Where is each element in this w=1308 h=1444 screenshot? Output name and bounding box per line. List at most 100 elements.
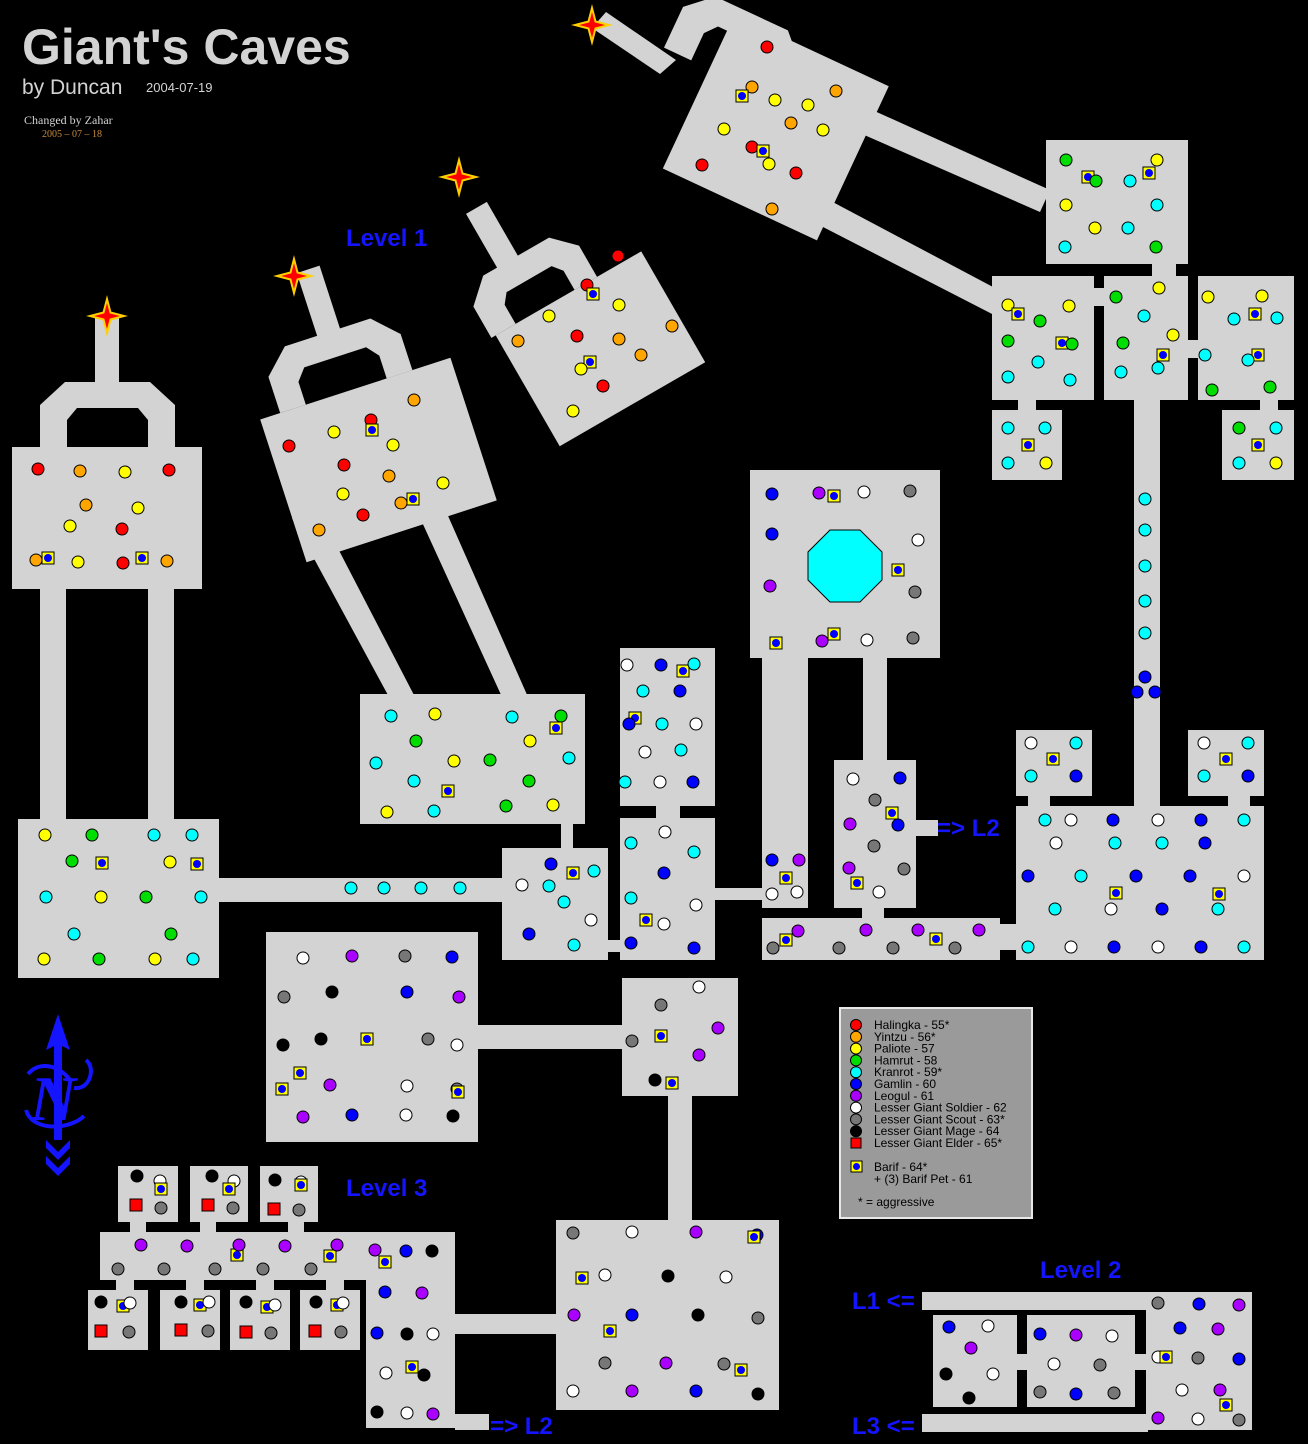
creature-marker — [1001, 456, 1015, 470]
barif-marker-dot — [408, 1363, 416, 1371]
creature-marker — [1213, 1383, 1227, 1397]
creature-marker — [1058, 240, 1072, 254]
creature-marker — [1038, 421, 1052, 435]
creature-marker — [174, 1295, 188, 1309]
creature-marker — [625, 1384, 639, 1398]
creature-marker — [1149, 240, 1163, 254]
fountain-icon — [807, 529, 883, 603]
creature-marker — [689, 898, 703, 912]
barif-marker-dot — [233, 1251, 241, 1259]
legend-swatch — [850, 1101, 862, 1114]
creature-marker — [415, 1286, 429, 1300]
creature-marker — [711, 1021, 725, 1035]
creature-marker — [1237, 869, 1251, 883]
creature-marker — [1108, 836, 1122, 850]
creature-marker — [116, 556, 130, 570]
creature-marker — [202, 1295, 216, 1309]
creature-marker — [655, 717, 669, 731]
creature-marker — [345, 949, 359, 963]
creature-marker — [264, 1326, 278, 1340]
creature-marker — [380, 805, 394, 819]
legend-swatch — [850, 1066, 862, 1079]
creature-marker — [398, 949, 412, 963]
creature-marker — [1137, 309, 1151, 323]
creature-marker — [239, 1295, 253, 1309]
barif-marker-dot — [1251, 310, 1259, 318]
creature-marker — [661, 1269, 675, 1283]
legend-swatch — [850, 1137, 862, 1149]
creature-marker — [1232, 1413, 1246, 1427]
creature-marker — [692, 1048, 706, 1062]
legend-swatch — [850, 1030, 862, 1043]
creature-marker — [67, 927, 81, 941]
creature-marker — [1089, 174, 1103, 188]
creature-marker — [557, 895, 571, 909]
creature-marker — [751, 1311, 765, 1325]
creature-marker — [1114, 365, 1128, 379]
creature-marker — [857, 485, 871, 499]
creature-marker — [687, 941, 701, 955]
link-to-l3: L3 <= — [852, 1413, 915, 1440]
creature-marker — [542, 309, 556, 323]
creature-marker — [65, 854, 79, 868]
entrance-star-icon — [86, 295, 128, 337]
creature-marker — [1109, 290, 1123, 304]
creature-marker — [612, 332, 626, 346]
creature-marker — [1232, 456, 1246, 470]
legend-barif: Barif - 64* — [874, 1160, 928, 1174]
barif-marker-dot — [830, 630, 838, 638]
creature-marker — [1105, 1329, 1119, 1343]
creature-marker — [657, 866, 671, 880]
creature-marker — [745, 80, 759, 94]
creature-marker — [1123, 174, 1137, 188]
barif-marker-dot — [668, 1079, 676, 1087]
barif-marker-dot — [888, 809, 896, 817]
creature-marker — [906, 631, 920, 645]
creature-marker — [123, 1296, 137, 1310]
creature-marker — [719, 1270, 733, 1284]
creature-marker — [292, 1203, 306, 1217]
creature-marker — [1138, 559, 1152, 573]
creature-marker — [382, 469, 396, 483]
level3-label: Level 3 — [346, 1175, 427, 1202]
barif-marker-dot — [363, 1035, 371, 1043]
creature-marker — [695, 158, 709, 172]
legend-label: Halingka - 55* — [874, 1018, 950, 1032]
creature-marker — [208, 1262, 222, 1276]
creature-marker — [421, 1032, 435, 1046]
creature-marker — [1130, 685, 1144, 699]
creature-marker — [131, 501, 145, 515]
creature-marker — [598, 1356, 612, 1370]
creature-marker — [1151, 1411, 1165, 1425]
barif-marker-dot — [853, 879, 861, 887]
creature-marker — [1138, 523, 1152, 537]
creature-marker — [1198, 348, 1212, 362]
creature-marker — [29, 553, 43, 567]
creature-marker — [38, 828, 52, 842]
creature-marker — [624, 891, 638, 905]
creature-marker — [118, 465, 132, 479]
creature-marker — [653, 775, 667, 789]
creature-marker — [584, 913, 598, 927]
creature-marker — [134, 1238, 148, 1252]
barif-marker-dot — [138, 554, 146, 562]
creature-marker — [369, 756, 383, 770]
creature-marker — [867, 839, 881, 853]
creature-marker — [445, 950, 459, 964]
creature-marker — [399, 1244, 413, 1258]
creature-marker — [692, 980, 706, 994]
creature-marker — [636, 684, 650, 698]
creature-marker — [1151, 361, 1165, 375]
creature-marker — [574, 362, 588, 376]
creature-marker — [85, 828, 99, 842]
creature-marker — [414, 881, 428, 895]
legend-label: Paliote - 57 — [874, 1042, 935, 1056]
entrance-markers — [86, 4, 613, 337]
creature-marker — [1033, 314, 1047, 328]
creature-marker — [278, 1239, 292, 1253]
barif-marker-dot — [589, 290, 597, 298]
creature-marker — [832, 941, 846, 955]
creature-marker — [1001, 421, 1015, 435]
barif-marker-dot — [296, 1069, 304, 1077]
